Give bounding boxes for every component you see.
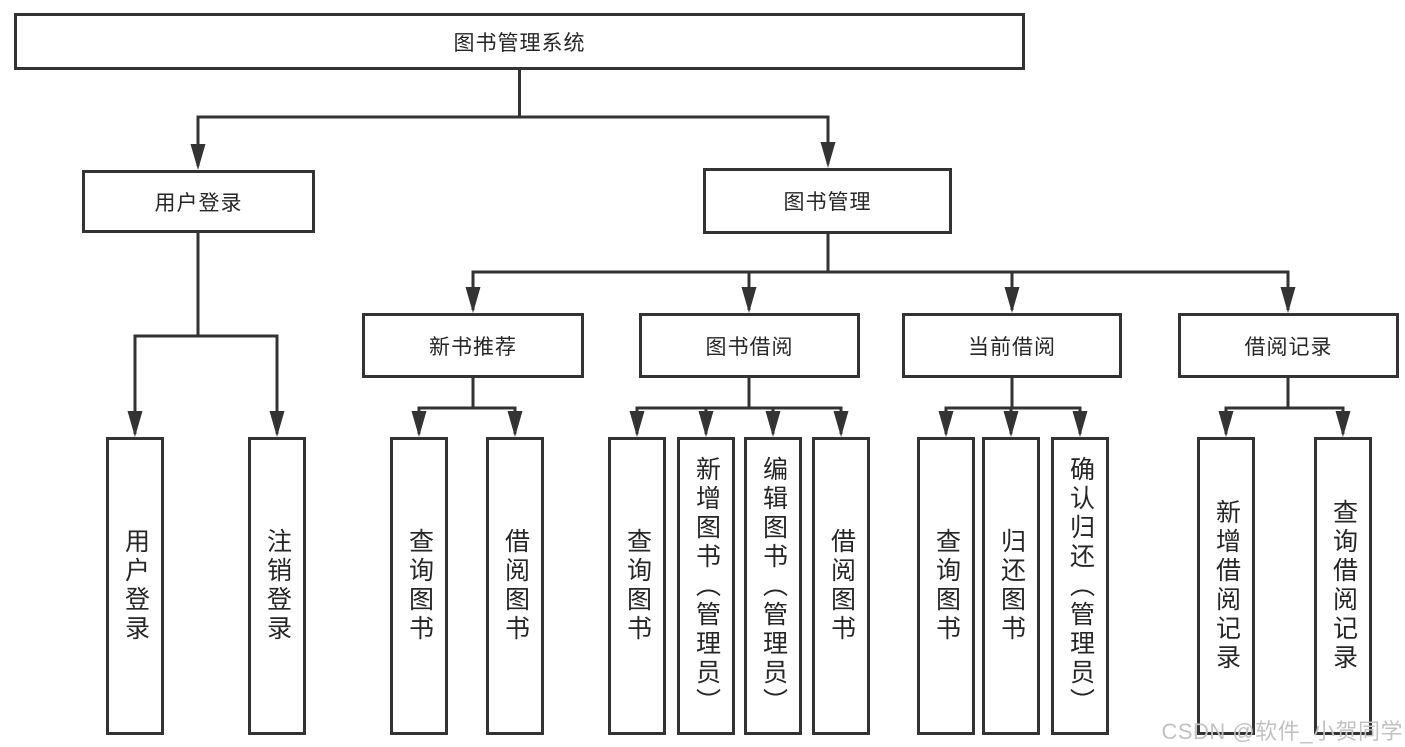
- arrowhead: [629, 411, 645, 437]
- leaf-label: 编辑图书（管理员）: [759, 455, 788, 717]
- arrowhead: [1280, 287, 1296, 313]
- leaf-label: 确认归还（管理员）: [1066, 455, 1095, 717]
- node-leaf-borrow-books: 借阅图书: [812, 437, 870, 735]
- node-leaf-user-login: 用户登录: [106, 437, 164, 735]
- arrowhead: [741, 287, 757, 313]
- arrowhead: [1218, 411, 1234, 437]
- arrowhead: [1072, 411, 1088, 437]
- node-leaf-query-books: 查询图书: [608, 437, 666, 735]
- connector-book-management-to-level3: [465, 234, 1296, 313]
- arrowhead: [938, 411, 954, 437]
- leaf-label: 查询图书: [623, 528, 652, 644]
- node-book-management: 图书管理: [703, 168, 952, 234]
- connector-root-to-level2: [190, 70, 836, 170]
- arrowhead: [269, 411, 285, 437]
- leaf-label: 注销登录: [263, 528, 292, 644]
- arrowhead: [765, 411, 781, 437]
- arrowhead: [820, 142, 836, 168]
- node-book-borrow: 图书借阅: [639, 313, 860, 378]
- node-leaf-borrow-books: 借阅图书: [486, 437, 544, 735]
- leaf-label: 查询图书: [932, 528, 961, 644]
- arrowhead: [698, 411, 714, 437]
- leaf-label: 新增图书（管理员）: [692, 455, 721, 717]
- connector-current-borrow-to-leaves: [938, 378, 1088, 437]
- node-new-book-recommend: 新书推荐: [362, 313, 584, 378]
- node-leaf-confirm-return-admin: 确认归还（管理员）: [1051, 437, 1109, 735]
- connector-borrow-records-to-leaves: [1218, 378, 1351, 437]
- node-leaf-add-borrow-record: 新增借阅记录: [1197, 437, 1255, 735]
- leaf-label: 查询借阅记录: [1329, 499, 1358, 673]
- leaf-label: 查询图书: [405, 528, 434, 644]
- leaf-label: 归还图书: [997, 528, 1026, 644]
- leaf-label: 借阅图书: [501, 528, 530, 644]
- node-user-login: 用户登录: [82, 170, 315, 233]
- node-leaf-query-books: 查询图书: [390, 437, 448, 735]
- node-leaf-query-books: 查询图书: [917, 437, 975, 735]
- arrowhead: [1004, 287, 1020, 313]
- arrowhead: [1003, 411, 1019, 437]
- leaf-label: 借阅图书: [827, 528, 856, 644]
- csdn-watermark: CSDN @软件_小贺同学: [1161, 719, 1403, 744]
- connector-book-borrow-to-leaves: [629, 378, 849, 437]
- node-library-management-system: 图书管理系统: [14, 13, 1025, 70]
- arrowhead: [465, 287, 481, 313]
- connector-new-book-recommend-to-leaves: [411, 378, 523, 437]
- arrowhead: [411, 411, 427, 437]
- node-leaf-add-books-admin: 新增图书（管理员）: [677, 437, 735, 735]
- arrowhead: [127, 411, 143, 437]
- node-leaf-edit-books-admin: 编辑图书（管理员）: [744, 437, 802, 735]
- node-leaf-return-books: 归还图书: [982, 437, 1040, 735]
- arrowhead: [507, 411, 523, 437]
- arrowhead: [833, 411, 849, 437]
- node-current-borrow: 当前借阅: [902, 313, 1122, 378]
- node-borrow-records: 借阅记录: [1178, 313, 1399, 378]
- arrowhead: [190, 144, 206, 170]
- leaf-label: 新增借阅记录: [1212, 499, 1241, 673]
- leaf-label: 用户登录: [121, 528, 150, 644]
- connector-user-login-to-leaves: [127, 233, 285, 437]
- node-leaf-logout: 注销登录: [248, 437, 306, 735]
- arrowhead: [1335, 411, 1351, 437]
- node-leaf-query-borrow-record: 查询借阅记录: [1314, 437, 1372, 735]
